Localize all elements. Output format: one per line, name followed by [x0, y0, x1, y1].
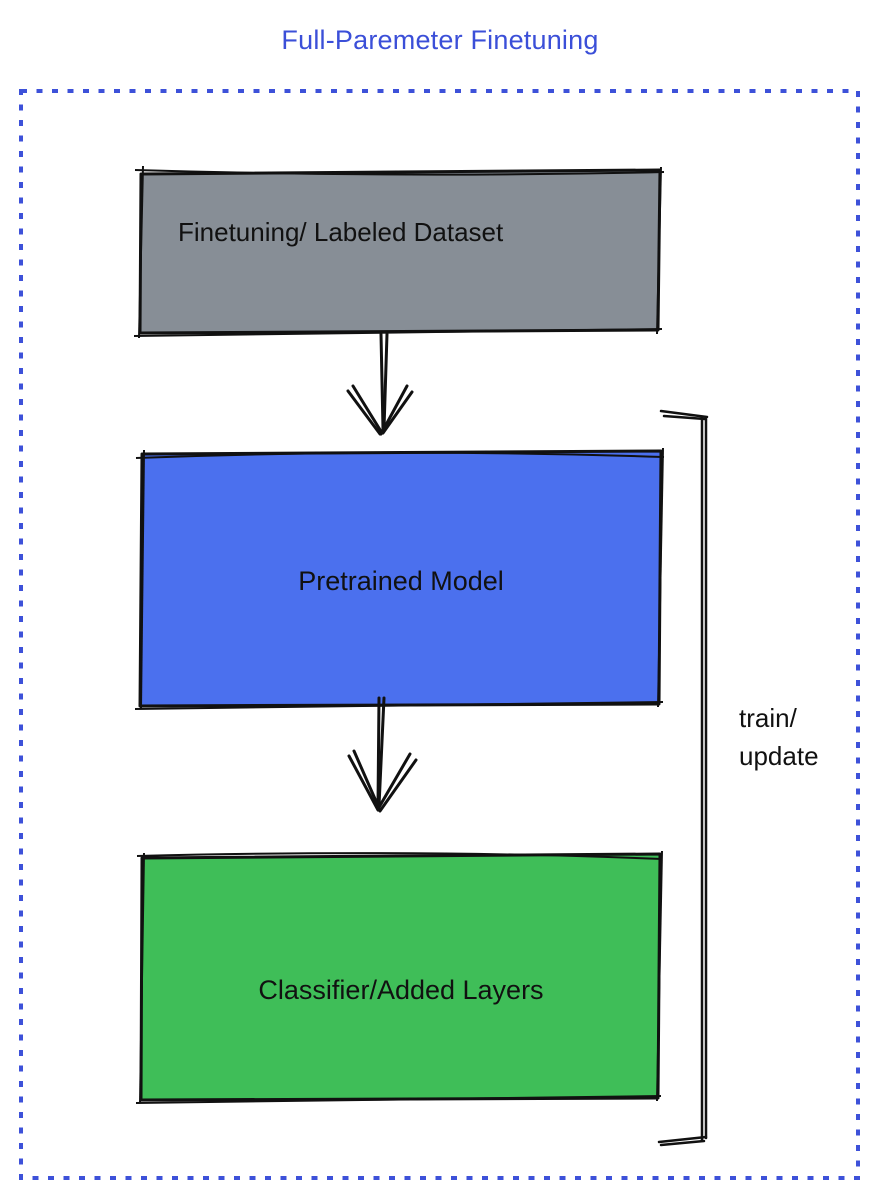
classifier-box-label: Classifier/Added Layers — [258, 975, 544, 1005]
train-update-label: train/ update — [739, 703, 819, 771]
classifier-box — [135, 850, 663, 1104]
pretrained-model-box-label: Pretrained Model — [298, 566, 504, 596]
pretrained-model-box — [134, 447, 665, 710]
dotted-border — [19, 89, 860, 1180]
diagram-title: Full-Paremeter Finetuning — [281, 25, 599, 55]
arrow-dataset-to-pretrained — [346, 332, 414, 436]
dataset-box — [133, 165, 665, 339]
dataset-box-label: Finetuning/ Labeled Dataset — [178, 217, 504, 247]
arrow-pretrained-to-classifier — [347, 696, 418, 813]
train-update-bracket — [657, 409, 709, 1147]
